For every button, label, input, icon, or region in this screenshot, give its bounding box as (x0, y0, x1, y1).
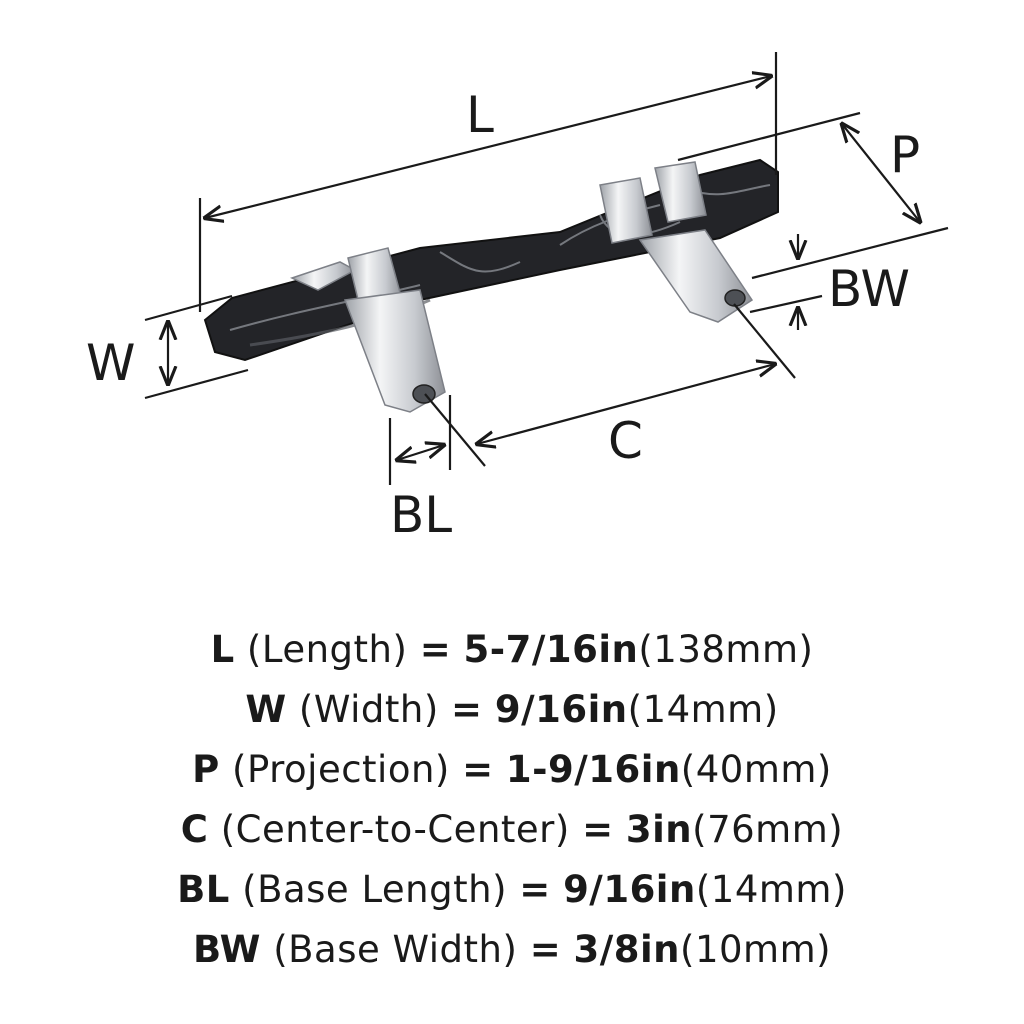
spec-imperial: 1-9/16in (505, 748, 681, 791)
spec-base-length: BL (Base Length) = 9/16in(14mm) (0, 860, 1024, 920)
spec-name: (Base Width) (273, 928, 518, 971)
spec-equals: = (451, 688, 483, 731)
label-p: P (890, 126, 920, 184)
spec-equals: = (519, 868, 551, 911)
label-bl: BL (390, 486, 452, 544)
spec-code: P (192, 748, 220, 791)
left-post (289, 247, 446, 413)
spec-code: BW (192, 928, 261, 971)
spec-center-to-center: C (Center-to-Center) = 3in(76mm) (0, 800, 1024, 860)
spec-imperial: 3in (625, 808, 693, 851)
spec-name: (Base Length) (242, 868, 508, 911)
spec-name: (Length) (246, 628, 408, 671)
spec-imperial: 5-7/16in (463, 628, 639, 671)
spec-equals: = (582, 808, 614, 851)
label-w: W (86, 334, 135, 392)
spec-metric: (138mm) (638, 628, 814, 671)
dimension-diagram: L P W BW C BL (86, 52, 949, 544)
spec-base-width: BW (Base Width) = 3/8in(10mm) (0, 920, 1024, 980)
spec-code: L (210, 628, 235, 671)
spec-metric: (10mm) (680, 928, 832, 971)
spec-imperial: 9/16in (563, 868, 696, 911)
spec-metric: (76mm) (692, 808, 844, 851)
spec-code: C (180, 808, 209, 851)
spec-code: BL (177, 868, 230, 911)
spec-name: (Projection) (232, 748, 450, 791)
spec-length: L (Length) = 5-7/16in(138mm) (0, 620, 1024, 680)
spec-projection: P (Projection) = 1-9/16in(40mm) (0, 740, 1024, 800)
spec-metric: (14mm) (627, 688, 779, 731)
spec-imperial: 9/16in (494, 688, 628, 731)
label-l: L (466, 86, 494, 144)
spec-equals: = (529, 928, 562, 971)
spec-name: (Center-to-Center) (220, 808, 570, 851)
spec-imperial: 3/8in (573, 928, 681, 971)
spec-metric: (40mm) (680, 748, 832, 791)
dimension-lines (144, 52, 949, 485)
label-bw: BW (828, 260, 910, 318)
spec-metric: (14mm) (695, 868, 847, 911)
spec-name: (Width) (298, 688, 439, 731)
label-c: C (608, 412, 643, 470)
spec-list: L (Length) = 5-7/16in(138mm) W (Width) =… (0, 620, 1024, 980)
spec-width: W (Width) = 9/16in(14mm) (0, 680, 1024, 740)
spec-code: W (245, 688, 287, 731)
spec-equals: = (419, 628, 452, 671)
spec-equals: = (462, 748, 494, 791)
